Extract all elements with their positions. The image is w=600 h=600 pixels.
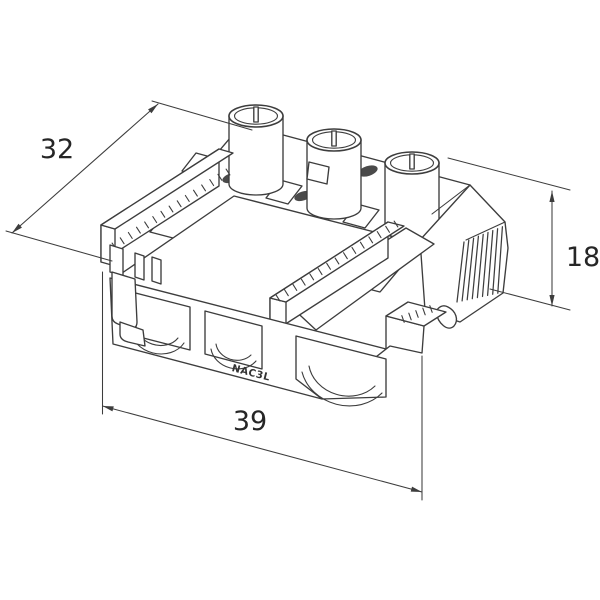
mounting-flange xyxy=(109,244,162,347)
ribbed-grip-wedge xyxy=(419,184,509,329)
dimension-arrowhead xyxy=(549,295,555,306)
flange-post xyxy=(151,256,162,285)
trough-opening-3 xyxy=(295,335,387,407)
trough-opening-2 xyxy=(204,310,263,370)
extension-line xyxy=(5,230,113,262)
extension-line xyxy=(489,288,571,311)
serration xyxy=(401,305,433,323)
right-wall-top xyxy=(385,301,447,327)
dimension-height: 18 xyxy=(447,157,600,311)
solder-bushing-1 xyxy=(228,104,284,196)
solder-bushing-3 xyxy=(384,151,440,241)
contact-pin xyxy=(409,153,415,170)
contact-pin xyxy=(331,130,337,147)
clamp-rail-left xyxy=(100,148,234,267)
dimension-arrowhead xyxy=(549,191,555,202)
dimension-line xyxy=(11,103,159,234)
front-block: NAC3L xyxy=(109,277,447,407)
dimension-depth: 32 xyxy=(5,100,253,262)
dimension-line xyxy=(101,405,423,493)
serration xyxy=(275,220,399,302)
bushing-tab xyxy=(306,161,330,185)
contact-pin xyxy=(253,106,259,123)
dimension-arrowhead xyxy=(102,406,114,412)
flange-post xyxy=(134,252,145,281)
grip-ribs xyxy=(456,226,504,303)
flange-foot xyxy=(119,321,146,347)
dim-depth-label: 32 xyxy=(40,134,74,165)
extension-line xyxy=(151,100,253,131)
dim-width-label: 39 xyxy=(233,406,267,437)
dimension-arrowhead xyxy=(148,104,158,114)
dimension-arrowhead xyxy=(410,486,422,492)
dimension-arrowhead xyxy=(12,223,22,233)
extension-line xyxy=(447,157,571,191)
solder-bushing-2 xyxy=(306,128,362,220)
dim-height-label: 18 xyxy=(566,242,600,273)
dimension-width: 39 xyxy=(101,271,423,501)
